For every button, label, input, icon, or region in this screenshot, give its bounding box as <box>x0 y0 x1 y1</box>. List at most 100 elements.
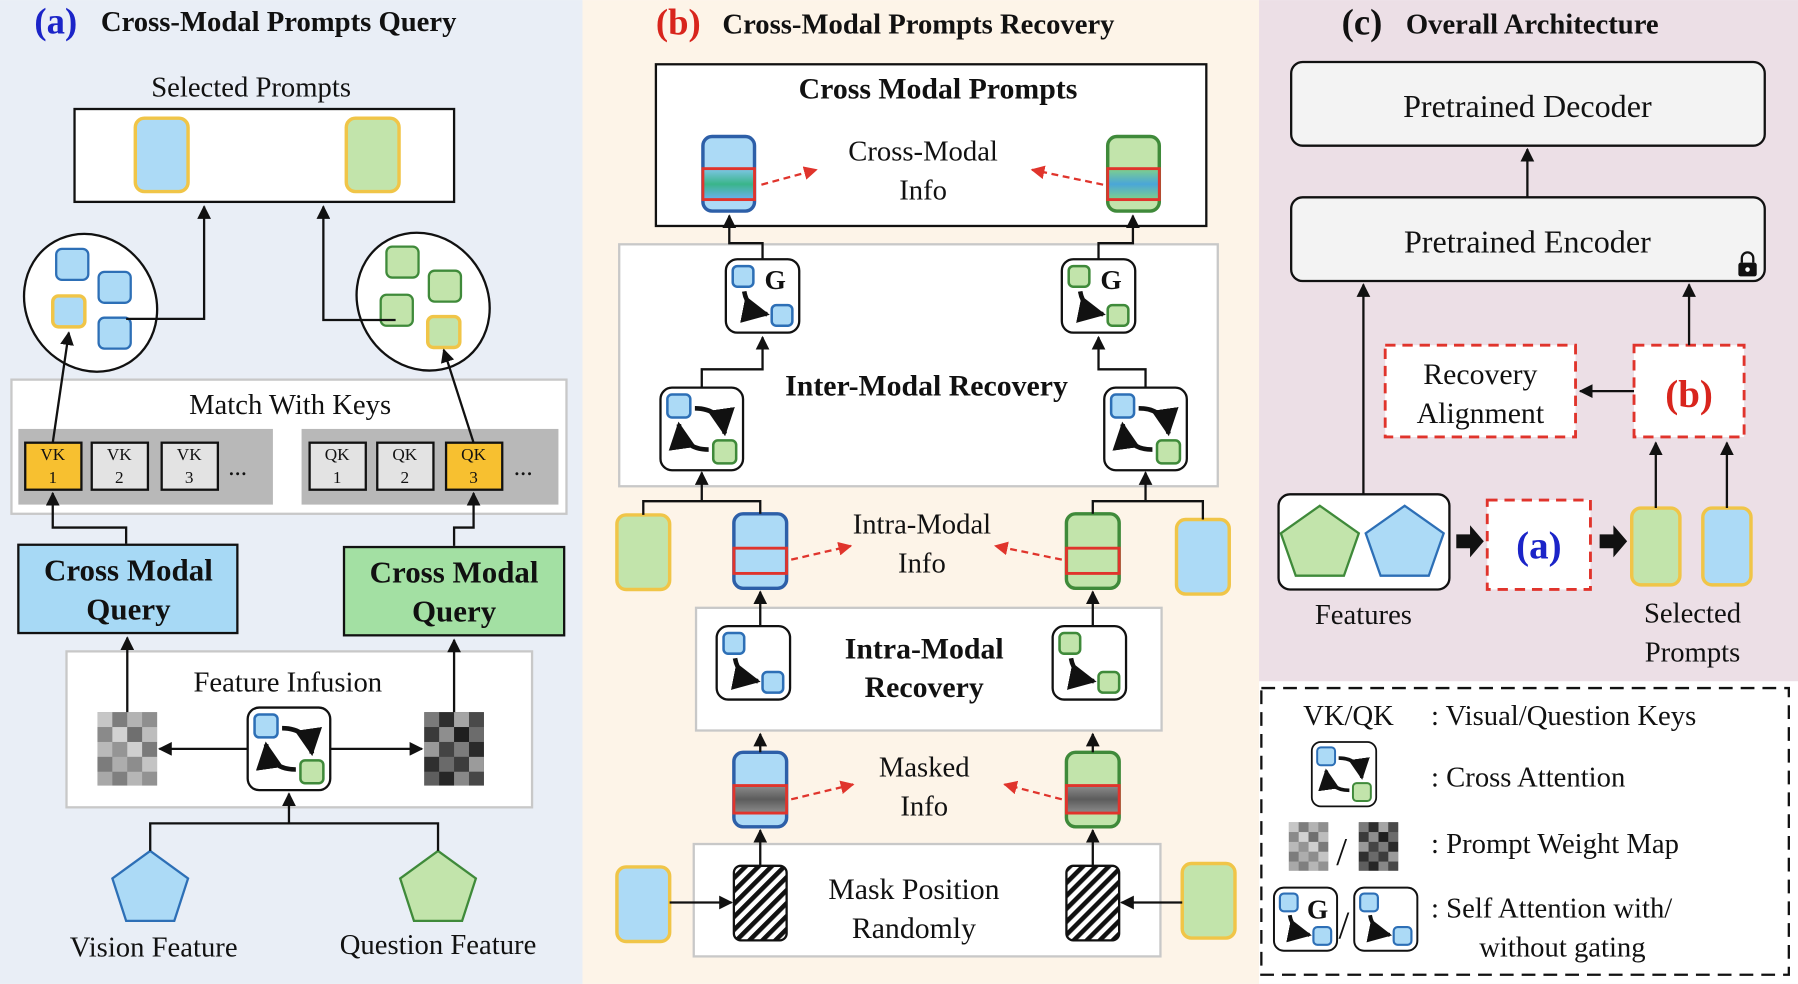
qk-key-2: QK 2 <box>376 441 435 491</box>
cross-modal-info-line1: Cross-Modal <box>848 136 998 168</box>
features-label: Features <box>1315 599 1412 631</box>
svg-text:VK: VK <box>107 445 132 464</box>
vk-key-1: VK 1 <box>24 441 83 491</box>
vk-ellipsis: ... <box>228 454 247 481</box>
question-feature-pentagon <box>398 849 478 923</box>
vision-intra-prompt <box>732 512 789 591</box>
question-gate-to-prompt-arrow <box>1097 214 1140 260</box>
recovery-alignment-box <box>1383 343 1577 439</box>
question-prompt-pool <box>355 231 491 372</box>
cross-modal-vision-prompt <box>701 134 757 213</box>
vision-cross-info-arrow <box>761 166 818 186</box>
vision-intra-info-arrow <box>790 541 853 561</box>
svg-text:G: G <box>764 264 785 295</box>
panel-a-title: Cross-Modal Prompts Query <box>101 6 457 38</box>
cross-modal-info-line2: Info <box>899 175 947 207</box>
question-feature-label: Question Feature <box>340 929 537 961</box>
cross-modal-question-prompt <box>1105 134 1162 213</box>
question-side-vision-prompt <box>1174 517 1231 596</box>
panel-a-reference-label: (a) <box>1516 525 1561 568</box>
panel-c: (c) Overall Architecture Pretrained Deco… <box>1277 1 1766 669</box>
vision-feature-icon <box>1364 504 1446 577</box>
vision-feature-label: Vision Feature <box>70 931 238 963</box>
svg-text:QK: QK <box>461 445 486 464</box>
panel-c-title: Overall Architecture <box>1406 8 1659 40</box>
question-intra-prompt <box>1064 512 1121 591</box>
qk-to-pool-arrow <box>441 348 475 444</box>
question-mask-icon <box>1065 864 1121 942</box>
vision-inter-cross-attention-icon <box>660 388 743 471</box>
a-to-selected-arrow <box>1599 525 1628 558</box>
inter-modal-recovery-label: Inter-Modal Recovery <box>785 370 1068 403</box>
vision-cross-modal-query: Cross Modal Query <box>17 543 239 635</box>
recovery-alignment-line2: Alignment <box>1417 397 1545 430</box>
legend-self-attention-line1: : Self Attention with/ <box>1431 892 1672 924</box>
vk-key-3: VK 3 <box>160 441 220 491</box>
vision-pool-to-selected-arrow <box>126 205 211 320</box>
vision-query-to-keys-arrow <box>45 491 128 544</box>
feature-infusion-cross-attention-icon <box>248 708 331 791</box>
selected-prompts-c-line1: Selected <box>1644 598 1741 630</box>
svg-text:Cross Modal: Cross Modal <box>44 552 213 587</box>
vision-prompt-pool <box>22 232 159 373</box>
selected-vision-prompt-c <box>1701 506 1753 587</box>
legend-vkqk-desc: : Visual/Question Keys <box>1431 700 1696 732</box>
vk-to-pool-arrow <box>51 331 74 443</box>
svg-text:QK: QK <box>392 445 417 464</box>
vision-side-question-prompt <box>615 513 672 592</box>
lock-icon <box>1738 251 1757 277</box>
selected-prompts-label: Selected Prompts <box>151 71 351 103</box>
question-masked-info-arrow <box>1003 780 1063 801</box>
cross-modal-prompts-label: Cross Modal Prompts <box>799 73 1078 106</box>
legend-self-attention-icon <box>1354 888 1417 951</box>
panel-b-reference-label: (b) <box>1665 373 1713 416</box>
svg-text:1: 1 <box>333 468 342 487</box>
vision-weight-map <box>97 712 158 786</box>
vision-masked-prompt <box>732 750 789 829</box>
qk-key-3: QK 3 <box>444 441 504 491</box>
panel-b: (b) Cross-Modal Prompts Recovery Cross M… <box>615 1 1237 958</box>
question-pool-to-selected-arrow <box>316 205 396 322</box>
svg-text:3: 3 <box>469 468 478 487</box>
vision-gate-to-prompt-arrow <box>722 214 764 260</box>
svg-text:VK: VK <box>40 445 65 464</box>
question-intra-join-line <box>1091 500 1205 520</box>
legend-vkqk: VK/QK <box>1303 700 1394 732</box>
panel-b-reference-box <box>1632 343 1746 439</box>
features-to-a-arrow <box>1456 525 1484 558</box>
masked-info-line2: Info <box>900 790 948 822</box>
legend-gated-self-attention-icon: G <box>1274 888 1337 951</box>
question-inter-cross-attention-icon <box>1104 388 1187 471</box>
legend-cross-attention-icon <box>1312 742 1376 806</box>
recovery-alignment-line1: Recovery <box>1423 358 1537 391</box>
masked-info-line1: Masked <box>879 751 970 783</box>
qk-ellipsis: ... <box>514 454 533 481</box>
legend-background <box>1259 681 1798 984</box>
svg-text:2: 2 <box>400 468 409 487</box>
mask-position-line1: Mask Position <box>828 873 999 906</box>
svg-text:Query: Query <box>412 594 497 629</box>
question-input-prompt <box>1180 861 1237 940</box>
vision-mask-icon <box>732 864 788 942</box>
svg-text:G: G <box>1100 264 1121 295</box>
selected-question-prompt-c <box>1630 506 1682 587</box>
vision-inter-to-gate-arrow <box>700 335 770 388</box>
panel-b-letter: (b) <box>656 1 701 42</box>
question-feature-icon <box>1279 504 1361 577</box>
pretrained-encoder-label: Pretrained Encoder <box>1404 223 1651 259</box>
legend-weight-map-2 <box>1358 822 1399 871</box>
legend: VK/QK : Visual/Question Keys : Cross Att… <box>1260 686 1790 976</box>
pretrained-decoder-label: Pretrained Decoder <box>1403 88 1652 124</box>
question-feature-to-infusion-line <box>288 822 440 851</box>
vision-feature-pentagon <box>111 849 190 923</box>
question-query-to-keys-arrow <box>452 491 481 546</box>
qk-key-1: QK 1 <box>308 441 367 491</box>
svg-text:3: 3 <box>185 468 194 487</box>
panel-c-letter: (c) <box>1342 1 1383 42</box>
selected-prompts-c-line2: Prompts <box>1645 637 1741 669</box>
svg-text:1: 1 <box>48 468 57 487</box>
svg-text:Query: Query <box>86 591 171 626</box>
legend-self-attention-line2: without gating <box>1479 931 1645 963</box>
svg-text:VK: VK <box>177 445 202 464</box>
